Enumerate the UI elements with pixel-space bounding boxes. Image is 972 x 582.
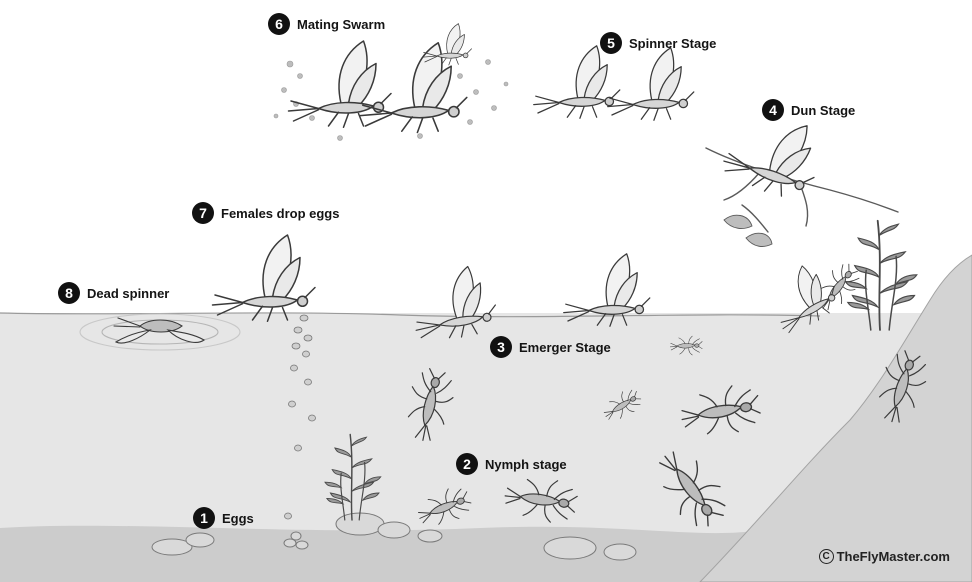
copyright-icon: C <box>819 549 834 564</box>
stage-label-text: Eggs <box>222 511 254 526</box>
stage-label-text: Spinner Stage <box>629 36 716 51</box>
number-badge: 7 <box>192 202 214 224</box>
stage-label-text: Dead spinner <box>87 286 169 301</box>
mayfly-spinner-icon <box>213 235 316 321</box>
mating-swarm <box>274 60 508 141</box>
copyright-notice: C TheFlyMaster.com <box>819 549 950 564</box>
mayfly-spinner-icon <box>534 46 620 118</box>
stage-label-mating-swarm: 6 Mating Swarm <box>268 13 385 35</box>
stage-label-text: Emerger Stage <box>519 340 611 355</box>
copyright-text: TheFlyMaster.com <box>837 549 950 564</box>
number-badge: 6 <box>268 13 290 35</box>
stage-label-spinner: 5 Spinner Stage <box>600 32 716 54</box>
stage-label-text: Females drop eggs <box>221 206 339 221</box>
number-badge: 8 <box>58 282 80 304</box>
number-badge: 2 <box>456 453 478 475</box>
stage-label-text: Mating Swarm <box>297 17 385 32</box>
mayfly-spinner-icon <box>608 48 694 120</box>
stage-label-text: Dun Stage <box>791 103 855 118</box>
stage-label-dun: 4 Dun Stage <box>762 99 855 121</box>
stage-label-emerger: 3 Emerger Stage <box>490 336 611 358</box>
stage-label-text: Nymph stage <box>485 457 567 472</box>
stage-label-dead-spinner: 8 Dead spinner <box>58 282 169 304</box>
number-badge: 1 <box>193 507 215 529</box>
number-badge: 4 <box>762 99 784 121</box>
number-badge: 5 <box>600 32 622 54</box>
stage-label-nymph: 2 Nymph stage <box>456 453 567 475</box>
stage-label-eggs: 1 Eggs <box>193 507 254 529</box>
number-badge: 3 <box>490 336 512 358</box>
stage-label-females-drop-eggs: 7 Females drop eggs <box>192 202 339 224</box>
